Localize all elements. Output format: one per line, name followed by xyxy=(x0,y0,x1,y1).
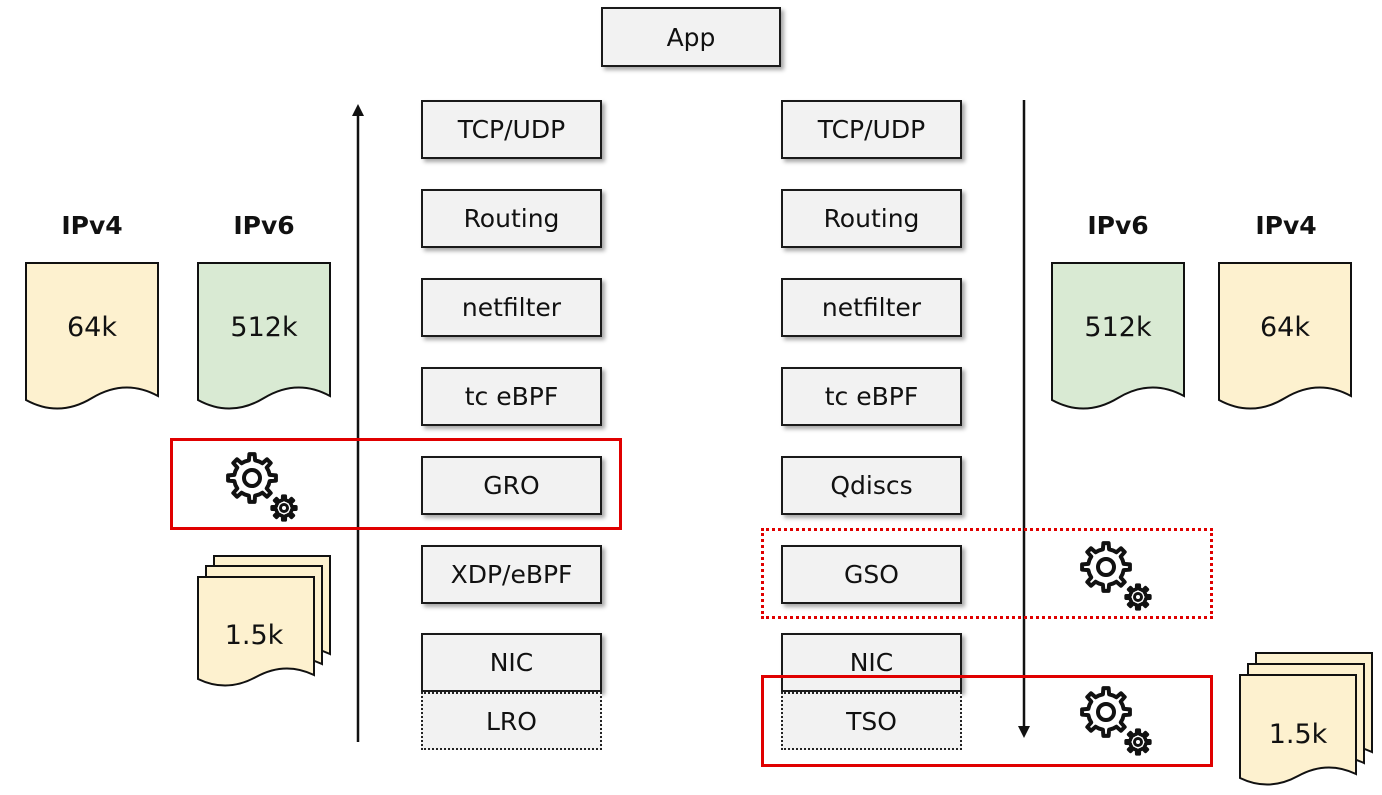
tx-qdiscs-box: Qdiscs xyxy=(781,456,962,515)
small-gear xyxy=(270,494,298,522)
left-mtu-size: 1.5k xyxy=(225,620,284,651)
left-mtu-document-stack: 1.5k xyxy=(197,555,331,687)
left-ipv6-document: 512k xyxy=(197,262,331,410)
rx-nic-box: NIC xyxy=(421,633,602,692)
left-ipv4-size: 64k xyxy=(67,312,117,343)
right-mtu-document-stack: 1.5k xyxy=(1239,652,1373,786)
right-ipv6-size: 512k xyxy=(1084,312,1152,343)
left-ipv4-label: IPv4 xyxy=(61,211,123,240)
large-gear-hub xyxy=(1096,557,1116,577)
gears-icon xyxy=(1080,686,1152,756)
tx-nic-box: NIC xyxy=(781,633,962,692)
right-ipv4-size: 64k xyxy=(1260,312,1310,343)
tx-tso-box: TSO xyxy=(781,692,962,750)
tx-tcp-udp-box: TCP/UDP xyxy=(781,100,962,159)
large-gear-hub xyxy=(1096,702,1116,722)
tx-gso-box: GSO xyxy=(781,545,962,604)
tx-netfilter-box: netfilter xyxy=(781,278,962,337)
small-gear-hub xyxy=(1133,592,1143,602)
left-ipv6-label: IPv6 xyxy=(233,211,295,240)
right-ipv6-document: 512k xyxy=(1051,262,1185,410)
right-ipv4-document: 64k xyxy=(1218,262,1352,410)
tso-highlight xyxy=(761,675,1213,767)
large-gear xyxy=(1080,686,1132,738)
small-gear xyxy=(1124,583,1152,611)
rx-netfilter-box: netfilter xyxy=(421,278,602,337)
gro-highlight xyxy=(170,438,622,530)
rx-tc-ebpf-box: tc eBPF xyxy=(421,367,602,426)
right-mtu-size: 1.5k xyxy=(1269,719,1328,750)
large-gear xyxy=(1080,541,1132,593)
rx-lro-box: LRO xyxy=(421,692,602,750)
large-gear xyxy=(226,452,278,504)
left-ipv4-document: 64k xyxy=(25,262,159,410)
small-gear-hub xyxy=(1133,737,1143,747)
rx-gro-box: GRO xyxy=(421,456,602,515)
rx-tcp-udp-box: TCP/UDP xyxy=(421,100,602,159)
right-ipv6-label: IPv6 xyxy=(1087,211,1149,240)
rx-xdp-ebpf-box: XDP/eBPF xyxy=(421,545,602,604)
tx-tc-ebpf-box: tc eBPF xyxy=(781,367,962,426)
right-ipv4-label: IPv4 xyxy=(1255,211,1317,240)
small-gear xyxy=(1124,728,1152,756)
large-gear-hub xyxy=(242,468,262,488)
gears-icon xyxy=(226,452,298,522)
small-gear-hub xyxy=(279,503,289,513)
rx-routing-box: Routing xyxy=(421,189,602,248)
tx-routing-box: Routing xyxy=(781,189,962,248)
left-ipv6-size: 512k xyxy=(230,312,298,343)
gears-icon xyxy=(1080,541,1152,611)
gso-highlight xyxy=(761,528,1213,619)
app-box: App xyxy=(601,7,781,67)
